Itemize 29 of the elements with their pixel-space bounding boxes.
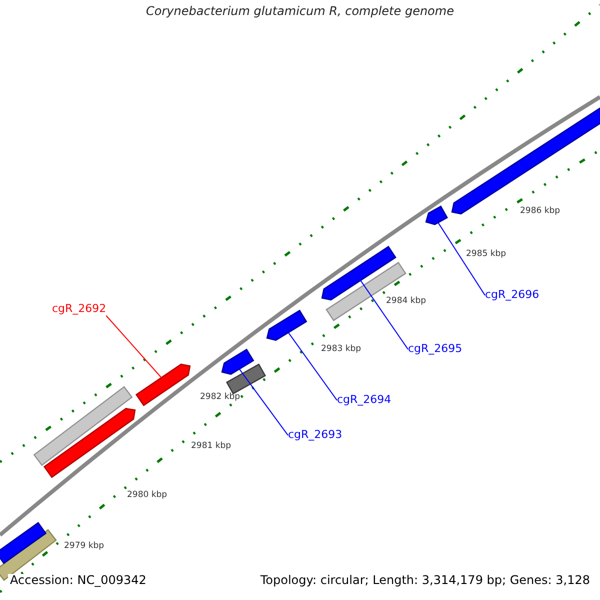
map-title: Corynebacterium glutamicum R, complete genome — [145, 5, 455, 19]
gene-feature — [43, 408, 136, 478]
gene-feature — [326, 262, 406, 322]
leader-line — [106, 315, 162, 378]
gene-feature — [221, 348, 254, 375]
gene-feature — [425, 205, 448, 226]
leader-line — [238, 368, 288, 436]
position-label: 2983 kbp — [321, 345, 362, 355]
gene-label: cgR_2693 — [288, 429, 342, 442]
gene-label: cgR_2696 — [485, 289, 540, 302]
accession-label: Accession: NC_009342 — [8, 574, 148, 588]
position-label: 2981 kbp — [191, 442, 232, 452]
gene-feature — [33, 386, 133, 466]
leader-line — [360, 280, 408, 350]
genome-info: Topology: circular; Length: 3,314,179 bp; Genes: 3,128 — [260, 574, 590, 588]
gene-feature — [0, 522, 47, 564]
position-label: 2985 kbp — [466, 250, 506, 260]
gene-label: cgR_2695 — [408, 343, 462, 356]
position-label: 2982 kbp — [200, 393, 240, 403]
leader-line — [288, 332, 338, 401]
gene-feature — [266, 310, 308, 341]
leader-line — [438, 222, 486, 296]
gene-label: cgR_2692 — [52, 303, 106, 316]
position-label: 2979 kbp — [64, 542, 104, 552]
position-label: 2984 kbp — [386, 297, 426, 307]
gene-feature — [135, 364, 191, 406]
position-label: 2980 kbp — [127, 491, 168, 501]
gene-label: cgR_2694 — [337, 394, 392, 407]
position-label: 2986 kbp — [520, 207, 560, 217]
